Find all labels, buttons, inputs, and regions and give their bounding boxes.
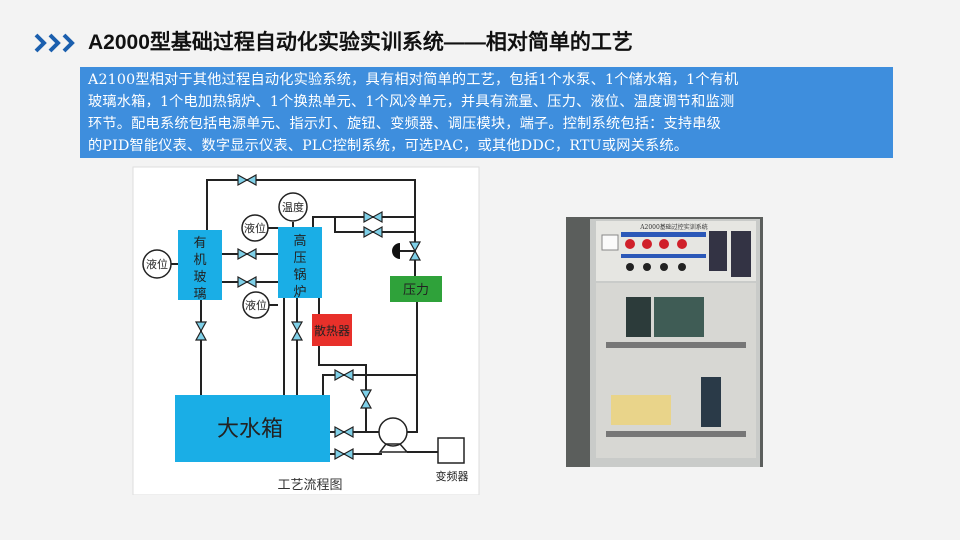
description-box: A2100型相对于其他过程自动化实验系统，具有相对简单的工艺，包括1个水泵、1个…	[80, 67, 893, 158]
vfd-box	[437, 437, 465, 464]
boiler-label: 压	[293, 251, 306, 266]
chevrons-right-icon	[34, 33, 75, 53]
tank-glass-label: 有	[193, 236, 206, 251]
valves	[194, 173, 422, 461]
valve-icon	[363, 225, 383, 239]
boiler-label: 锅	[293, 267, 306, 283]
level-gauge-label: 液位	[245, 298, 267, 312]
boiler-label: 炉	[293, 285, 306, 300]
page-title: A2000型基础过程自动化实验实训系统——相对简单的工艺	[88, 31, 633, 54]
diagram-caption: 工艺流程图	[277, 478, 342, 493]
description-line: 玻璃水箱，1个电加热锅炉、1个换热单元、1个风冷单元，并具有流量、压力、液位、温…	[88, 94, 735, 110]
level-gauge-label: 液位	[146, 257, 168, 271]
panel-title: A2000基础过控实训系统	[639, 223, 708, 231]
radiator-label: 散热器	[314, 323, 350, 338]
tank-glass-label: 璃	[193, 287, 206, 302]
valve-icon	[408, 241, 422, 261]
valve-icon	[237, 173, 257, 187]
description-line: 环节。配电系统包括电源单元、指示灯、旋钮、变频器、调压模块，端子。控制系统包括：…	[88, 116, 722, 132]
tank-glass-label: 玻	[193, 270, 206, 285]
pressure-label: 压力	[403, 283, 429, 298]
description-line: A2100型相对于其他过程自动化实验系统，具有相对简单的工艺，包括1个水泵、1个…	[88, 72, 739, 88]
vfd-label: 变频器	[436, 469, 469, 483]
valve-icon	[359, 389, 373, 409]
valve-icon	[334, 425, 354, 439]
control-cabinet-photo: A2000基础过控实训系统	[566, 217, 763, 467]
valve-icon	[237, 247, 257, 261]
level-gauge-label: 液位	[244, 221, 266, 235]
valve-icon	[334, 447, 354, 461]
valve-icon	[194, 321, 208, 341]
boiler-label: 高	[293, 233, 306, 249]
description-line: 的PID智能仪表、数字显示仪表、PLC控制系统，可选PAC，或其他DDC，RTU…	[88, 138, 689, 154]
actuator-icon	[392, 243, 400, 259]
process-flow-diagram: 有 机 玻 璃 高 压 锅 炉 大水箱 散热器 压力 温度 液位 液位 液位 变…	[132, 166, 480, 495]
valve-icon	[363, 210, 383, 224]
temperature-gauge-label: 温度	[282, 200, 304, 214]
valve-icon	[290, 321, 304, 341]
big-tank-label: 大水箱	[217, 417, 283, 442]
pump-icon	[378, 417, 408, 447]
valve-icon	[237, 275, 257, 289]
tank-glass-label: 机	[193, 253, 206, 268]
valve-icon	[334, 368, 354, 382]
